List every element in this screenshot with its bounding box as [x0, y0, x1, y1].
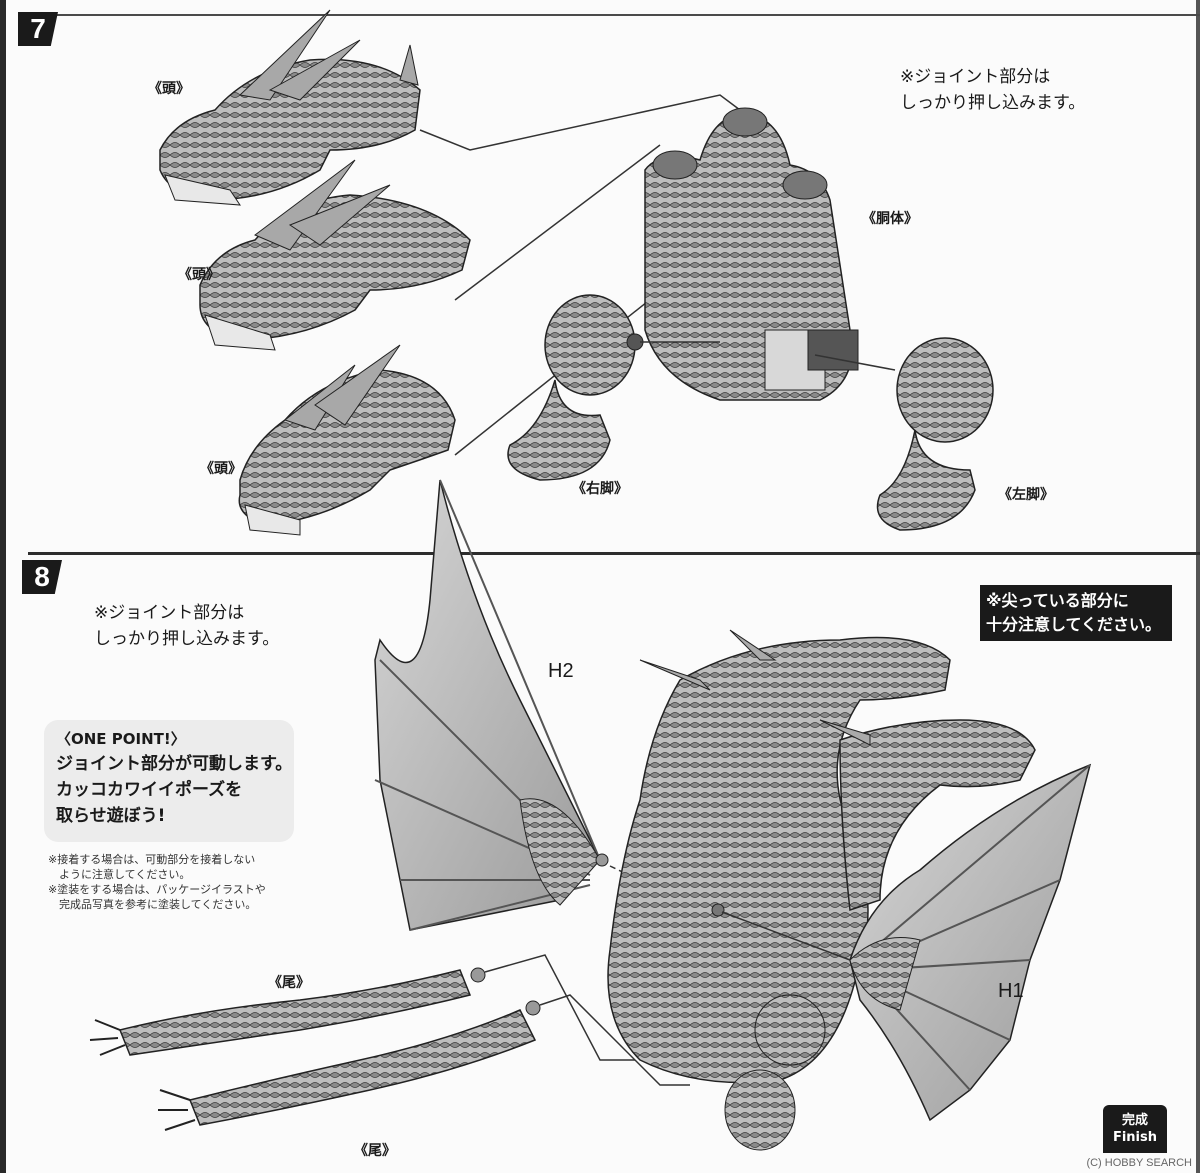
step-8-badge: 8 — [22, 560, 62, 594]
step-7-note-line2: しっかり押し込みます。 — [900, 93, 1086, 113]
step-7-badge: 7 — [18, 12, 58, 46]
section-divider — [28, 552, 1200, 555]
tail-part-2 — [158, 1000, 541, 1131]
head-label-2: 《頭》 — [178, 267, 220, 283]
step-7-note-line1: ※ジョイント部分は — [900, 67, 1051, 87]
tail-part-1 — [89, 967, 486, 1056]
small-note-1: ※接着する場合は、可動部分を接着しない — [48, 853, 256, 866]
one-point-line1: ジョイント部分が可動します。 — [56, 754, 293, 774]
tail-label-2: 《尾》 — [354, 1143, 396, 1159]
wing-code-h1: H1 — [998, 980, 1024, 1002]
wing-part-h2 — [374, 479, 609, 931]
page-edge-left — [0, 0, 6, 1173]
small-note-4: 完成品写真を参考に塗装してください。 — [48, 898, 257, 911]
caution-line1: ※尖っている部分に — [986, 591, 1129, 610]
one-point-box: 〈ONE POINT!〉 ジョイント部分が可動します。 カッコカワイイポーズを … — [44, 720, 294, 842]
small-note-3: ※塗装をする場合は、パッケージイラストや — [48, 883, 266, 896]
caution-line2: 十分注意してください。 — [986, 615, 1162, 634]
head-label-3: 《頭》 — [200, 461, 242, 477]
head-label-1: 《頭》 — [148, 81, 190, 97]
head-part-2 — [199, 159, 471, 351]
finish-en: Finish — [1112, 1130, 1158, 1145]
left-leg-part — [876, 337, 994, 531]
one-point-line2: カッコカワイイポーズを — [56, 780, 243, 800]
head-part-1 — [159, 9, 421, 206]
tail-label-1: 《尾》 — [268, 975, 310, 991]
wing-code-h2: H2 — [548, 660, 574, 682]
finish-jp: 完成 — [1121, 1113, 1148, 1128]
step-8-note: ※ジョイント部分は しっかり押し込みます。 — [94, 600, 279, 652]
caution-box: ※尖っている部分に 十分注意してください。 — [980, 585, 1172, 641]
body-label: 《胴体》 — [862, 211, 918, 227]
small-notes: ※接着する場合は、可動部分を接着しない ように注意してください。 ※塗装をする場… — [48, 852, 266, 912]
head-part-3 — [238, 344, 456, 536]
finish-badge: 完成 Finish — [1103, 1105, 1167, 1153]
step-7-note: ※ジョイント部分は しっかり押し込みます。 — [900, 64, 1085, 116]
one-point-line3: 取らせ遊ぼう! — [56, 806, 166, 826]
assembled-dragon — [607, 629, 1036, 1151]
one-point-title: 〈ONE POINT!〉 — [56, 730, 186, 748]
right-leg-label: 《右脚》 — [572, 481, 628, 497]
right-leg-part — [507, 294, 644, 481]
left-leg-label: 《左脚》 — [998, 487, 1054, 503]
step-8-note-line1: ※ジョイント部分は — [94, 603, 245, 623]
body-part — [644, 107, 859, 401]
page-edge-right — [1196, 0, 1200, 1173]
wing-part-h1 — [849, 763, 1092, 1122]
watermark: (C) HOBBY SEARCH — [1086, 1157, 1192, 1169]
step-8-note-line2: しっかり押し込みます。 — [94, 629, 280, 649]
top-rule — [56, 14, 1200, 16]
small-note-2: ように注意してください。 — [48, 868, 191, 881]
